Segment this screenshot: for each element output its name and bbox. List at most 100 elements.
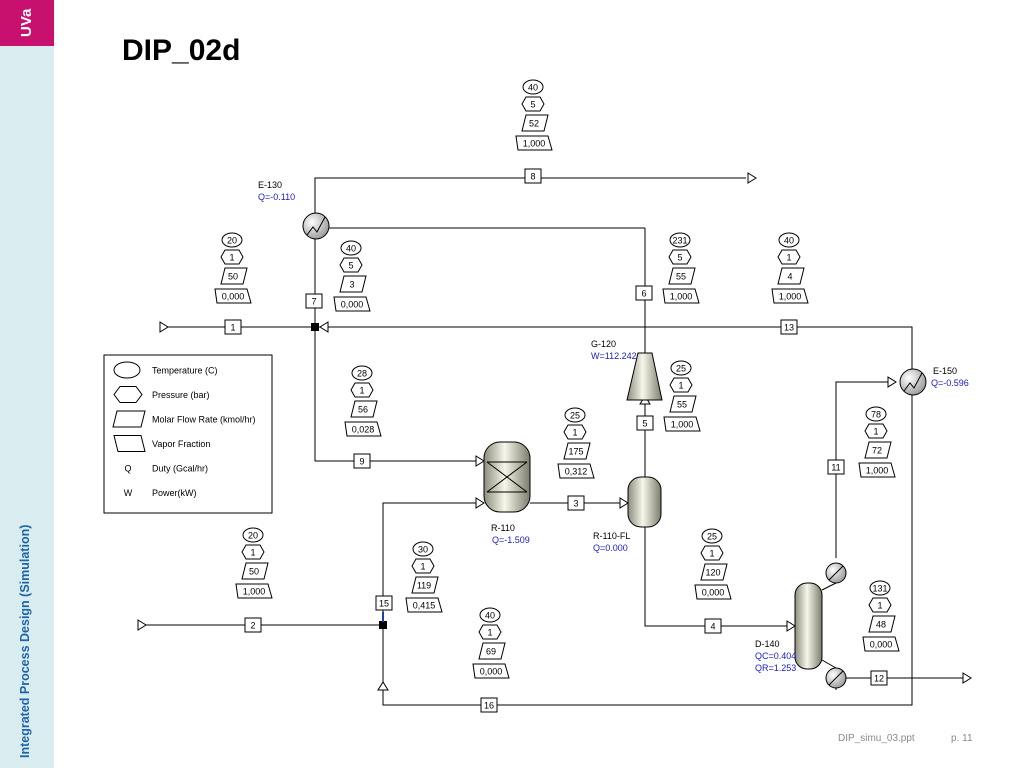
vapor-fraction-shape: [662, 288, 700, 304]
vapor-fraction-value: 0,000: [870, 640, 893, 650]
page-title: DIP_02d: [122, 34, 241, 67]
stream-line: [835, 677, 968, 690]
pressure-shape: [777, 249, 801, 265]
footer-filename: DIP_simu_03.ppt: [838, 733, 915, 744]
temperature-value: 231: [672, 236, 687, 246]
stream-line: [644, 525, 795, 627]
temperature-shape: [564, 407, 586, 423]
flow-rate-value: 120: [705, 568, 720, 578]
vapor-fraction-value: 1,000: [243, 587, 266, 597]
heat-exchanger-icon: [302, 212, 330, 240]
temperature-shape: [242, 527, 264, 543]
flow-rate-value: 72: [872, 446, 882, 456]
flow-rate-shape: [339, 275, 367, 293]
legend-label: Power(kW): [152, 488, 197, 498]
vapor-fraction-value: 0,000: [702, 588, 725, 598]
unit-id: E-130: [258, 180, 282, 190]
stream-line: [382, 502, 476, 625]
legend-box: Temperature (C)Pressure (bar)Molar Flow …: [103, 354, 273, 514]
stream-tag-id: 3: [573, 499, 578, 509]
column-bottom-line: [821, 659, 837, 669]
temperature-shape: [865, 406, 887, 422]
stream-tag-box: [480, 697, 498, 713]
stream-tag-9: 9: [353, 453, 371, 469]
mixer-node-15: [379, 621, 387, 629]
vapor-fraction-value: 0,312: [565, 467, 588, 477]
stream-tag-4: 4: [704, 618, 722, 634]
vapor-fraction-value: 0,000: [341, 300, 364, 310]
legend-symbol: Q: [124, 464, 131, 474]
sidebar: [0, 0, 54, 768]
stream-tag-box: [827, 459, 845, 475]
temperature-shape: [412, 541, 434, 557]
unit-duty: Q=0.000: [593, 543, 628, 553]
stream-tag-box: [353, 453, 371, 469]
temperature-shape: [351, 365, 373, 381]
flow-rate-value: 69: [486, 647, 496, 657]
flow-arrow: [377, 681, 389, 691]
vapor-fraction-value: 0,000: [222, 292, 245, 302]
flow-rate-value: 4: [787, 272, 792, 282]
stream-line: [382, 625, 913, 706]
stream-tag-5: 5: [636, 415, 654, 431]
flow-rate-shape: [864, 441, 892, 459]
flow-rate-value: 119: [417, 581, 431, 591]
flow-rate-shape: [220, 267, 248, 285]
pressure-shape: [478, 624, 502, 640]
stream-tag-8: 8: [524, 168, 542, 184]
stream-tag-id: 11: [831, 463, 840, 473]
stream-tag-id: 13: [784, 323, 794, 333]
flow-rate-shape: [668, 267, 696, 285]
vapor-fraction-shape: [862, 636, 900, 652]
pressure-value: 1: [572, 428, 577, 438]
stream-line: [314, 327, 476, 462]
stream-tag-box: [375, 595, 393, 611]
stream-tag-15: 15: [375, 595, 393, 611]
flow-arrow: [887, 376, 897, 388]
legend-label: Vapor Fraction: [152, 439, 210, 449]
temperature-shape: [670, 360, 692, 376]
pressure-shape: [669, 377, 693, 393]
pressure-value: 1: [873, 427, 878, 437]
vapor-fraction-value: 0,415: [413, 601, 436, 611]
stream-tag-id: 1: [230, 323, 235, 333]
unit-duty: Q=-0.596: [931, 378, 969, 388]
stream-tag-box: [780, 319, 798, 335]
legend-item: Pressure (bar): [113, 386, 210, 403]
stream-tag-box: [635, 285, 653, 301]
legend-item: W Power(kW): [124, 488, 197, 498]
mixer-node-7: [311, 323, 319, 331]
flow-rate-shape: [350, 400, 378, 418]
pressure-shape: [241, 544, 265, 560]
pressure-value: 5: [677, 253, 682, 263]
stream-tag-11: 11: [827, 459, 845, 475]
flash-drum: [627, 476, 662, 528]
temperature-legend-icon: [113, 361, 141, 379]
temperature-value: 25: [707, 532, 717, 542]
condenser-line: [828, 565, 844, 581]
vapor-fraction-value: 1,000: [523, 139, 546, 149]
legend-symbol: W: [124, 488, 133, 498]
flow-rate-value: 50: [249, 567, 259, 577]
stream-tag-box: [636, 415, 654, 431]
stream-tag-box: [224, 319, 242, 335]
flow-rate-value: 48: [876, 620, 886, 630]
legend-label: Pressure (bar): [152, 390, 210, 400]
pressure-value: 1: [420, 562, 425, 572]
flow-rate-value: 50: [228, 272, 238, 282]
temperature-shape: [221, 232, 243, 248]
flow-arrow: [619, 497, 629, 509]
legend-label: Temperature (C): [152, 366, 218, 376]
flow-rate-value: 55: [676, 272, 686, 282]
stream-tag-12: 12: [870, 670, 888, 686]
flow-rate-value: 52: [529, 119, 539, 129]
vapor-fraction-value: 1,000: [866, 466, 889, 476]
